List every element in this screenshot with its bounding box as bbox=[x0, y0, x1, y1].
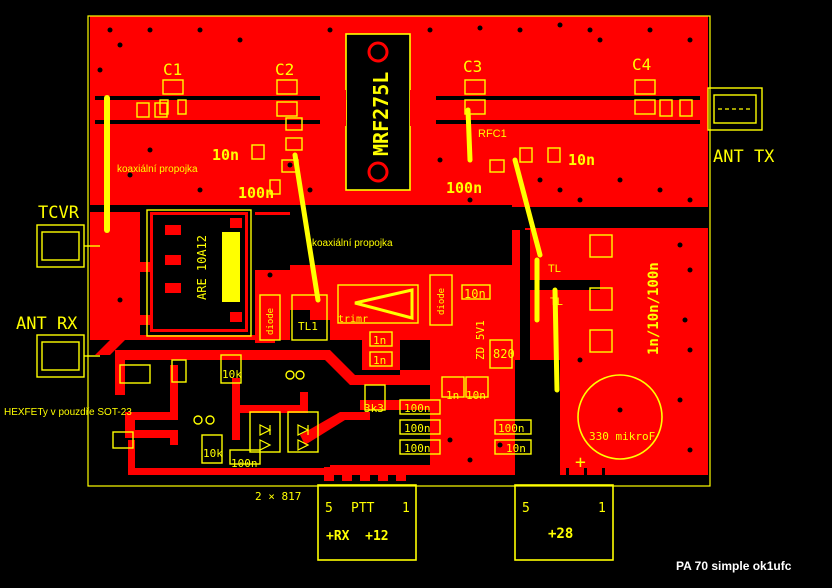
label-10n-left: 10n bbox=[212, 146, 239, 164]
power-pin-left: 5 bbox=[522, 501, 530, 516]
vias bbox=[97, 22, 693, 463]
label-100n-right: 100n bbox=[446, 179, 482, 197]
ptt-signals: +RX +12 bbox=[326, 529, 389, 544]
connector-ant-tx bbox=[707, 87, 763, 131]
transistor-mrf275l bbox=[320, 33, 436, 191]
tl-line-bottom bbox=[552, 287, 560, 393]
label-tcvr: TCVR bbox=[38, 203, 80, 223]
label-1n-b: 1n bbox=[373, 354, 386, 367]
label-tl-bottom: TL bbox=[550, 296, 563, 308]
label-10k-b: 10k bbox=[203, 447, 223, 460]
connector-power bbox=[514, 484, 614, 561]
cap-c2 bbox=[251, 79, 303, 195]
label-coax-top: koaxiální propojka bbox=[117, 164, 198, 175]
power-signal: +28 bbox=[548, 526, 573, 542]
label-relay: ARE 10A12 bbox=[195, 235, 209, 300]
tl-jumper bbox=[512, 157, 543, 258]
smd-footprints bbox=[112, 234, 613, 465]
label-10k-a: 10k bbox=[222, 368, 242, 381]
label-100n-d: 100n bbox=[498, 422, 525, 435]
label-1n-c: 1n bbox=[446, 389, 459, 402]
trimmer bbox=[337, 284, 419, 324]
relay-are10a12 bbox=[146, 209, 252, 337]
label-electrolytic: 330 mikroF bbox=[589, 430, 655, 443]
connector-ptt bbox=[317, 467, 417, 561]
label-diode-left: diode bbox=[266, 308, 276, 335]
label-100n-left: 100n bbox=[238, 184, 274, 202]
label-10n-d: 10n bbox=[506, 442, 526, 455]
power-pin-right: 1 bbox=[598, 501, 606, 516]
label-10n-mid: 10n bbox=[464, 287, 486, 301]
label-tl1: TL1 bbox=[298, 320, 318, 333]
electrolytic-outline bbox=[577, 374, 663, 460]
label-rfc1: RFC1 bbox=[478, 128, 507, 140]
optocoupler-2 bbox=[287, 411, 319, 453]
cap-c1 bbox=[136, 79, 187, 118]
label-trimr: trimr bbox=[338, 314, 368, 325]
labels: C1 C2 C3 C4 MRF275L RFC1 10n 10n 100n 10… bbox=[4, 55, 792, 573]
label-cap-bank: 1n/10n/100n bbox=[646, 262, 662, 355]
label-diode-right: diode bbox=[437, 288, 447, 315]
cap-c3 bbox=[464, 79, 561, 173]
label-10n-c: 10n bbox=[466, 389, 486, 402]
label-100n-c: 100n bbox=[404, 442, 431, 455]
silkscreen bbox=[36, 15, 763, 561]
label-hexfet: HEXFETy v pouzdře SOT-23 bbox=[4, 407, 132, 418]
label-ant-tx: ANT TX bbox=[713, 147, 775, 167]
label-zd: ZD 5V1 bbox=[474, 320, 487, 360]
connector-tcvr bbox=[36, 224, 100, 268]
coax-jumper-mid bbox=[292, 152, 321, 303]
label-ant-rx: ANT RX bbox=[16, 314, 78, 334]
label-c3: C3 bbox=[463, 57, 482, 76]
label-820: 820 bbox=[493, 347, 515, 361]
label-10n-right: 10n bbox=[568, 151, 595, 169]
label-c2: C2 bbox=[275, 60, 294, 79]
label-tl-top: TL bbox=[548, 263, 561, 275]
label-100n-e: 100n bbox=[231, 457, 258, 470]
label-100n-b: 100n bbox=[404, 422, 431, 435]
label-100n-a: 100n bbox=[404, 402, 431, 415]
rfc1-jumper bbox=[465, 107, 473, 163]
connector-ant-rx bbox=[36, 334, 100, 378]
label-3k3: 3k3 bbox=[364, 402, 384, 415]
ptt-pin-right: 1 bbox=[402, 501, 410, 516]
ptt-name: PTT bbox=[351, 501, 375, 516]
label-optocouplers: 2 × 817 bbox=[255, 490, 301, 503]
label-plus: + bbox=[575, 452, 586, 473]
label-1n-a: 1n bbox=[373, 334, 386, 347]
board-title: PA 70 simple ok1ufc bbox=[676, 559, 792, 573]
cap-c4 bbox=[634, 79, 693, 117]
label-c4: C4 bbox=[632, 55, 651, 74]
optocoupler-1 bbox=[249, 411, 281, 453]
ptt-pin-left: 5 bbox=[325, 501, 333, 516]
diode-left-outline bbox=[259, 294, 281, 341]
label-coax-mid: koaxiální propojka bbox=[312, 238, 393, 249]
label-c1: C1 bbox=[163, 60, 182, 79]
diode-right-outline bbox=[429, 274, 453, 326]
tl1-outline bbox=[291, 294, 328, 341]
label-mrf275l: MRF275L bbox=[369, 72, 393, 156]
